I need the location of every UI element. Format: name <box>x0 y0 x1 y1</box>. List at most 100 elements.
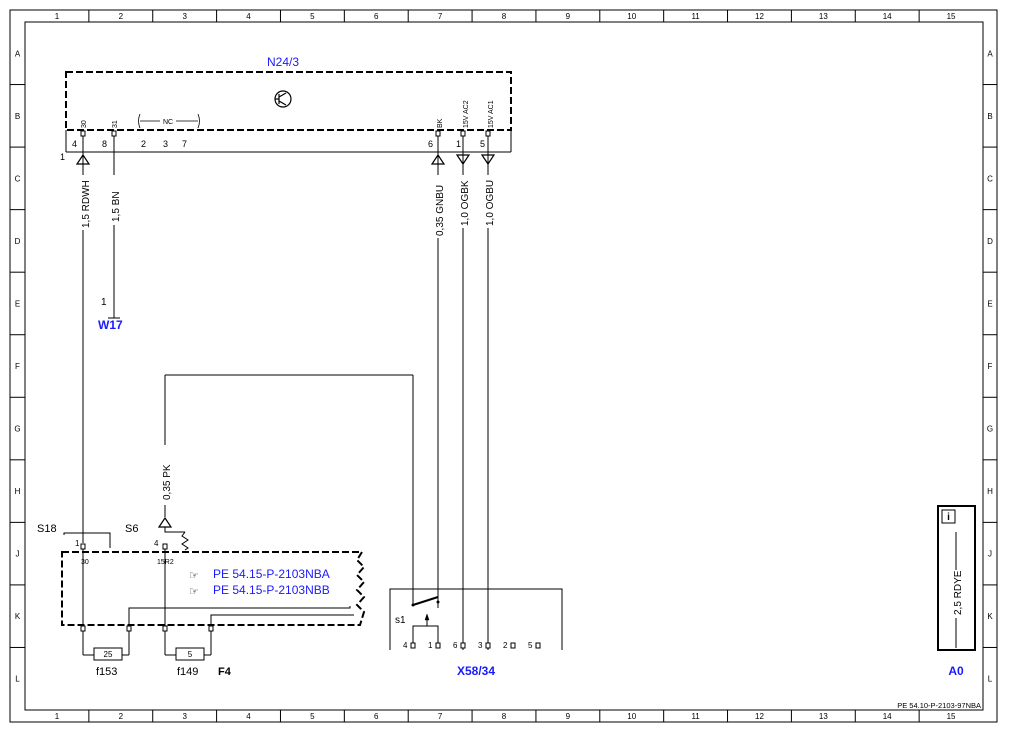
w17-designator: W17 <box>98 318 123 332</box>
column-label: 4 <box>246 712 251 721</box>
x58-pin: 5 <box>528 641 533 650</box>
a0-designator: A0 <box>948 664 964 678</box>
column-label: 11 <box>691 712 700 721</box>
row-label: A <box>15 49 21 58</box>
fuse-value: 5 <box>188 650 193 659</box>
wire-label: 1,0 OGBK <box>460 180 471 226</box>
pin-label: 1 <box>456 139 461 149</box>
row-label: K <box>15 612 21 621</box>
column-label: 14 <box>883 712 892 721</box>
resistor-icon <box>181 531 189 551</box>
column-label: 9 <box>566 12 571 21</box>
ground-arrow-icon <box>157 516 173 528</box>
wire-label: 1,0 OGBU <box>485 180 496 226</box>
ground-arrow-icon <box>75 153 496 166</box>
column-label: 2 <box>119 12 124 21</box>
row-label: H <box>987 487 993 496</box>
pin-label: 6 <box>428 139 433 149</box>
fuse-f149 <box>175 647 205 661</box>
row-label: B <box>15 112 20 121</box>
fuse-f153 <box>93 647 123 661</box>
reference-link-2[interactable]: PE 54.15-P-2103NBB <box>213 583 330 597</box>
column-label: 5 <box>310 712 315 721</box>
row-label: C <box>15 174 21 183</box>
row-label: K <box>987 612 993 621</box>
row-label: B <box>987 112 992 121</box>
column-label: 10 <box>627 12 636 21</box>
fuse-label: f153 <box>96 666 117 678</box>
row-label: C <box>987 174 993 183</box>
pointing-hand-icon: ☞ <box>189 570 199 582</box>
nc-label: NC <box>163 119 173 126</box>
s18-designator: S18 <box>37 523 57 535</box>
fuse-label: f149 <box>177 666 198 678</box>
wire-label: 1,5 BN <box>111 191 122 222</box>
column-label: 13 <box>819 712 828 721</box>
pin-label: 3 <box>163 139 168 149</box>
x58-pin: 4 <box>403 641 408 650</box>
x58-connector-box <box>389 588 563 650</box>
s6-designator: S6 <box>125 523 138 535</box>
fuse-value: 25 <box>104 650 113 659</box>
column-label: 7 <box>438 712 443 721</box>
column-label: 6 <box>374 12 379 21</box>
reference-link-1[interactable]: PE 54.15-P-2103NBA <box>213 567 330 581</box>
wire-label: 2,5 RDYE <box>953 570 964 615</box>
column-label: 15 <box>947 12 956 21</box>
column-label: 10 <box>627 712 636 721</box>
row-label: A <box>987 49 993 58</box>
f4-fuse-box <box>61 551 366 626</box>
n24-connector-num: 1 <box>60 152 65 162</box>
row-label: H <box>15 487 21 496</box>
pin-label: 8 <box>102 139 107 149</box>
svg-text:☞: ☞ <box>189 570 199 582</box>
w17-pin: 1 <box>101 297 107 308</box>
pin-label: 15V AC1 <box>488 100 495 128</box>
s1-label: s1 <box>395 615 406 626</box>
drawing-frame <box>9 9 998 723</box>
relay-pin: 1 <box>75 539 80 548</box>
row-label: G <box>14 425 20 434</box>
a0-box <box>937 505 976 651</box>
row-label: J <box>988 550 992 559</box>
row-label: J <box>16 550 20 559</box>
row-label: E <box>15 299 20 308</box>
row-label: L <box>988 675 993 684</box>
switch-s1 <box>412 596 439 606</box>
column-label: 5 <box>310 12 315 21</box>
column-label: 12 <box>755 712 764 721</box>
column-label: 14 <box>883 12 892 21</box>
document-reference: PE 54.10-P-2103-97NBA <box>897 701 981 710</box>
column-label: 13 <box>819 12 828 21</box>
x58-pin: 2 <box>503 641 508 650</box>
pin-label: 30 <box>81 120 88 128</box>
column-label: 8 <box>502 12 507 21</box>
column-label: 6 <box>374 712 379 721</box>
pin-label: 7 <box>182 139 187 149</box>
row-label: G <box>987 425 993 434</box>
pin-label: 2 <box>141 139 146 149</box>
relay-term: 30 <box>81 559 89 566</box>
column-label: 11 <box>691 12 700 21</box>
column-label: 4 <box>246 12 251 21</box>
x58-designator: X58/34 <box>457 664 495 678</box>
column-label: 7 <box>438 12 443 21</box>
n24-module-box <box>65 71 512 131</box>
pin-label: BK <box>437 118 444 128</box>
column-label: 15 <box>947 712 956 721</box>
column-label: 12 <box>755 12 764 21</box>
pin-label: 15V AC2 <box>463 100 470 128</box>
pointing-hand-icon: ☞ <box>189 586 199 598</box>
n24-designator: N24/3 <box>267 55 299 69</box>
pin-label: 4 <box>72 139 77 149</box>
row-label: F <box>988 362 993 371</box>
column-label: 3 <box>182 712 187 721</box>
pin-label: 31 <box>112 120 119 128</box>
pin-label: 5 <box>480 139 485 149</box>
f4-designator: F4 <box>218 666 232 678</box>
wire-label: 0,35 GNBU <box>435 185 446 236</box>
wires <box>82 136 489 650</box>
svg-text:i: i <box>947 512 950 523</box>
transistor-icon <box>274 90 292 108</box>
